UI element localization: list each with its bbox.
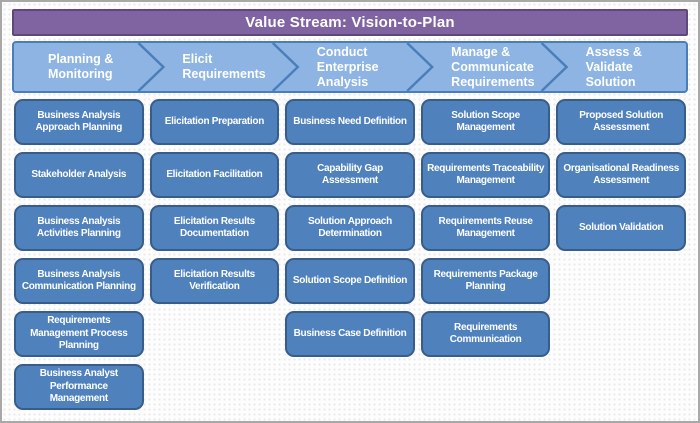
task-box: Business Analysis Approach Planning (14, 99, 144, 145)
phase-chevron-elicit-requirements: Elicit Requirements (148, 43, 282, 91)
phase-label: Manage & Communicate Requirements (451, 44, 535, 89)
phase-label: Conduct Enterprise Analysis (316, 44, 379, 89)
task-box: Business Need Definition (285, 99, 415, 145)
task-box: Requirements Management Process Planning (14, 311, 144, 357)
task-box: Stakeholder Analysis (14, 152, 144, 198)
phase-chevron-assess-validate-solution: Assess & Validate Solution (552, 43, 686, 91)
task-grid: Business Analysis Approach Planning Stak… (14, 99, 686, 410)
task-box: Capability Gap Assessment (285, 152, 415, 198)
task-box: Solution Validation (556, 205, 686, 251)
task-box: Business Analysis Activities Planning (14, 205, 144, 251)
task-box: Solution Approach Determination (285, 205, 415, 251)
phase-chevron-manage-communicate-requirements: Manage & Communicate Requirements (417, 43, 551, 91)
phase-label: Assess & Validate Solution (585, 44, 642, 89)
task-box: Requirements Communication (420, 311, 551, 357)
task-box: Proposed Solution Assessment (556, 99, 686, 145)
task-box: Solution Scope Definition (285, 258, 415, 304)
task-box: Business Case Definition (285, 311, 415, 357)
phase-label: Elicit Requirements (182, 52, 266, 81)
task-box: Elicitation Facilitation (149, 152, 280, 198)
task-box: Requirements Reuse Management (420, 205, 551, 251)
task-box: Elicitation Results Documentation (149, 205, 280, 251)
phase-segments: Planning & Monitoring Elicit Requirement… (14, 43, 686, 91)
task-box: Requirements Traceability Management (420, 152, 551, 198)
phase-chevron-band: Planning & Monitoring Elicit Requirement… (12, 41, 688, 93)
task-box: Requirements Package Planning (420, 258, 551, 304)
task-box: Business Analysis Communication Planning (14, 258, 144, 304)
phase-chevron-planning-monitoring: Planning & Monitoring (14, 43, 148, 91)
task-box: Elicitation Preparation (149, 99, 280, 145)
phase-divider-lines (137, 43, 569, 91)
diagram-title-bar: Value Stream: Vision-to-Plan (12, 9, 688, 36)
task-box: Elicitation Results Verification (149, 258, 280, 304)
diagram-title: Value Stream: Vision-to-Plan (245, 14, 455, 31)
task-box: Organisational Readiness Assessment (556, 152, 686, 198)
phase-chevron-conduct-enterprise-analysis: Conduct Enterprise Analysis (283, 43, 417, 91)
task-box: Solution Scope Management (420, 99, 551, 145)
task-box: Business Analyst Performance Management (14, 364, 144, 410)
phase-label: Planning & Monitoring (48, 52, 114, 81)
